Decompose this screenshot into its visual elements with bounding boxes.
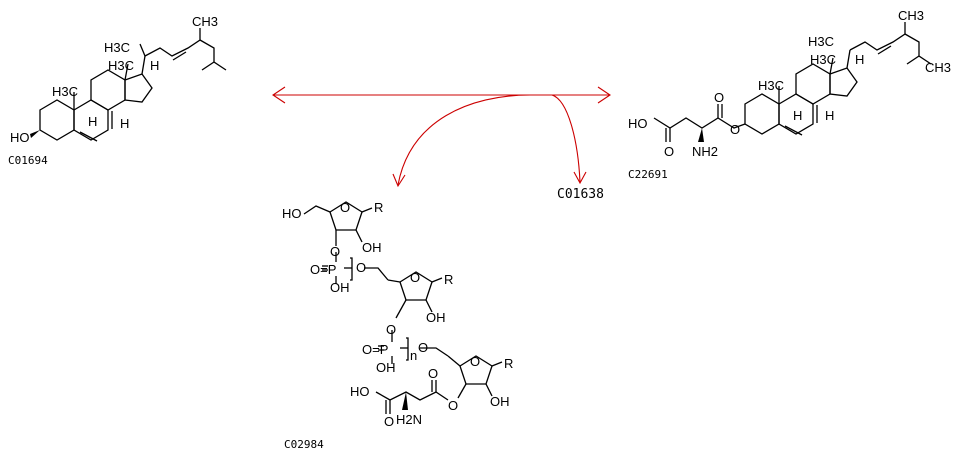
compound-id-c02984: C02984 — [284, 438, 324, 451]
svg-text:CH3: CH3 — [925, 60, 951, 75]
svg-text:O: O — [428, 366, 438, 381]
svg-text:H3C: H3C — [810, 52, 836, 67]
svg-text:H: H — [855, 52, 864, 67]
svg-text:HO: HO — [628, 116, 648, 131]
arrow-head-branch-right — [573, 171, 587, 185]
svg-text:O: O — [384, 414, 394, 429]
svg-text:OH: OH — [330, 280, 350, 295]
ring-a — [39, 99, 75, 141]
atom-labels-c01694: HO H3C H3C H3C CH3 H H H C01694 — [8, 14, 218, 167]
molecule-c02984 — [303, 201, 503, 414]
svg-text:HO: HO — [350, 384, 370, 399]
atom-h3c-2: H3C — [108, 58, 134, 73]
svg-text:O: O — [418, 340, 428, 355]
atom-h-1: H — [150, 58, 159, 73]
svg-text:H: H — [825, 108, 834, 123]
svg-text:OH: OH — [490, 394, 510, 409]
svg-text:O: O — [470, 354, 480, 369]
svg-text:H3C: H3C — [758, 78, 784, 93]
svg-text:H2N: H2N — [396, 412, 422, 427]
molecule-c01694 — [30, 28, 227, 142]
arrow-head-branch-left — [392, 173, 406, 188]
svg-text:O: O — [730, 122, 740, 137]
svg-text:H3C: H3C — [808, 34, 834, 49]
atom-h3c-3: H3C — [104, 40, 130, 55]
svg-text:OH: OH — [426, 310, 446, 325]
side-chain — [144, 28, 201, 57]
compound-id-c01638: C01638 — [557, 187, 604, 202]
svg-text:O: O — [356, 260, 366, 275]
arrow-head-left — [272, 86, 286, 104]
svg-text:R: R — [444, 272, 453, 287]
svg-text:O: O — [340, 200, 350, 215]
atom-h3c-1: H3C — [52, 84, 78, 99]
compound-id-c22691: C22691 — [628, 168, 668, 181]
svg-text:O: O — [664, 144, 674, 159]
svg-text:HO: HO — [282, 206, 302, 221]
svg-text:O=P: O=P — [310, 262, 336, 277]
atom-h-3: H — [120, 116, 129, 131]
svg-text:H: H — [793, 108, 802, 123]
ring-d — [124, 73, 153, 103]
svg-text:O: O — [330, 244, 340, 259]
svg-text:O: O — [448, 398, 458, 413]
atom-h-2: H — [88, 114, 97, 129]
reaction-arrows — [272, 86, 611, 188]
atom-ch3: CH3 — [192, 14, 218, 29]
arrow-head-right — [597, 86, 611, 104]
atom-ho: HO — [10, 130, 30, 145]
svg-text:NH2: NH2 — [692, 144, 718, 159]
arrow-branch-curve-left — [397, 94, 531, 186]
svg-text:O: O — [386, 322, 396, 337]
atom-labels-c02984: HO O R OH O O=P OH O O R OH O O=P OH n O… — [282, 200, 513, 451]
svg-text:R: R — [504, 356, 513, 371]
svg-text:OH: OH — [362, 240, 382, 255]
molecule-c22691 — [653, 22, 932, 142]
arrow-branch-curve-right — [551, 94, 581, 183]
svg-text:R: R — [374, 200, 383, 215]
svg-text:n: n — [410, 348, 417, 363]
svg-text:O=P: O=P — [362, 342, 388, 357]
ring-c — [90, 69, 126, 111]
svg-text:OH: OH — [376, 360, 396, 375]
compound-id-c01694: C01694 — [8, 154, 48, 167]
svg-text:CH3: CH3 — [898, 8, 924, 23]
atom-labels-c22691: HO O O O NH2 H3C H3C H3C CH3 CH3 H H H C… — [628, 8, 951, 181]
svg-text:O: O — [714, 90, 724, 105]
svg-text:O: O — [410, 270, 420, 285]
